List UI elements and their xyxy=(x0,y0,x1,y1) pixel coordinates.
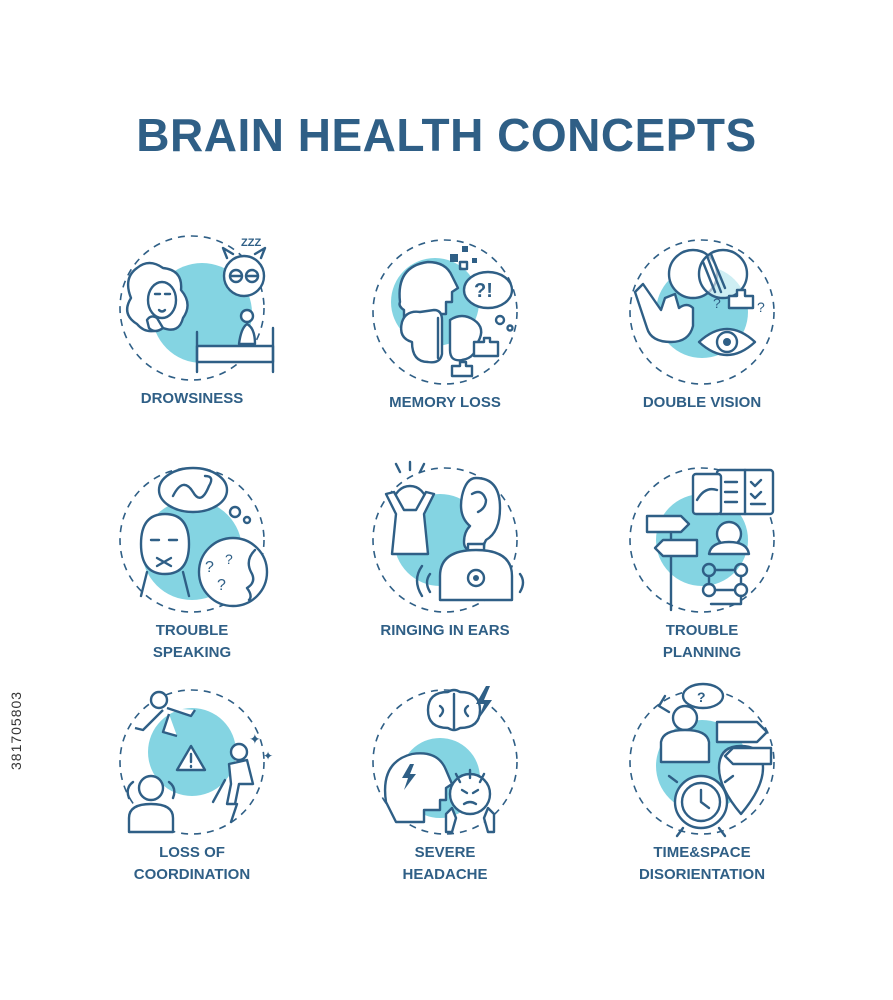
svg-text:?: ? xyxy=(205,559,214,576)
stock-id-watermark: 381705803 xyxy=(8,690,24,770)
concept-double-vision: ? ? DOUBLE VISION xyxy=(582,232,822,414)
severe-headache-icon xyxy=(372,686,518,835)
concept-memory-loss: ?! MEMORY LOSS xyxy=(325,232,565,414)
svg-text:?: ? xyxy=(225,551,233,567)
concept-trouble-planning: TROUBLE PLANNING xyxy=(582,460,822,664)
concept-drowsiness: ZZZ DROWSINESS xyxy=(72,228,312,410)
svg-text:✦: ✦ xyxy=(263,749,273,763)
concept-severe-headache: SEVERE HEADACHE xyxy=(325,682,565,886)
concept-label: RINGING IN EARS xyxy=(380,622,510,639)
concept-ringing-in-ears: RINGING IN EARS xyxy=(325,460,565,642)
svg-text:?: ? xyxy=(697,689,706,705)
page-title: BRAIN HEALTH CONCEPTS xyxy=(136,109,757,161)
time-space-disorientation-icon: ? xyxy=(629,682,775,838)
ringing-in-ears-icon xyxy=(372,460,525,613)
loss-of-coordination-icon: ✦ ✦ xyxy=(119,689,273,835)
concept-label: TROUBLE PLANNING xyxy=(662,622,742,661)
trouble-speaking-icon: ? ? ? xyxy=(119,466,269,613)
svg-text:?: ? xyxy=(217,577,226,594)
drowsiness-icon: ZZZ xyxy=(119,235,275,381)
svg-text:?: ? xyxy=(757,299,765,315)
svg-text:?: ? xyxy=(713,295,721,311)
concept-label: TROUBLE SPEAKING xyxy=(152,622,232,661)
trouble-planning-icon xyxy=(629,467,775,613)
concept-loss-of-coordination: ✦ ✦ LOSS OF COORDINATION xyxy=(72,682,312,886)
concept-label: DROWSINESS xyxy=(140,390,244,407)
concept-label: TIME&SPACE DISORIENTATION xyxy=(638,844,766,883)
concept-label: SEVERE HEADACHE xyxy=(402,844,488,883)
svg-text:✦: ✦ xyxy=(249,731,261,747)
concept-trouble-speaking: ? ? ? TROUBLE SPEAKING xyxy=(72,460,312,664)
concept-label: DOUBLE VISION xyxy=(642,394,762,411)
svg-text:?!: ?! xyxy=(474,280,493,302)
concept-time-space-disorientation: ? TIME&SPACE DISORIENTATION xyxy=(582,682,822,886)
memory-loss-icon: ?! xyxy=(372,239,518,385)
svg-text:ZZZ: ZZZ xyxy=(241,237,261,249)
concept-label: LOSS OF COORDINATION xyxy=(133,844,251,883)
concept-label: MEMORY LOSS xyxy=(389,394,501,411)
double-vision-icon: ? ? xyxy=(629,239,775,385)
